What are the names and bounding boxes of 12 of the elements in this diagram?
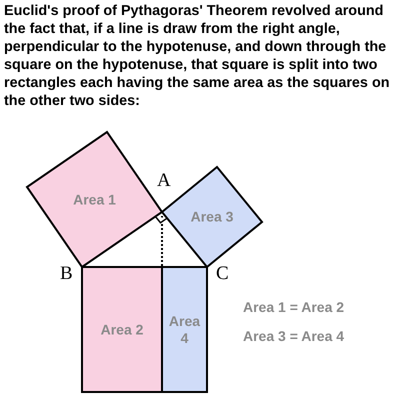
area-label: Area 1 [73, 191, 116, 208]
area-label: Area 4 [168, 312, 202, 346]
rectangle-region [82, 267, 162, 392]
title-text: Euclid's proof of Pythagoras' Theorem revolved around the fact that, if a line is draw from the right angle, perpendicular to the hypotenuse, and down through the square on the hypotenuse, that square is split into two rectangles each having the same area as the squares on the other two sides: [4, 2, 391, 110]
vertex-label: A [157, 170, 171, 192]
vertex-label: C [216, 263, 229, 285]
area-label: Area 3 [190, 208, 234, 226]
rectangle-region [162, 267, 207, 392]
vertex-label: B [60, 263, 73, 285]
equation-text: Area 1 = Area 2 [243, 299, 344, 315]
area-label: Area 2 [100, 321, 144, 338]
equation-text: Area 3 = Area 4 [243, 328, 344, 344]
